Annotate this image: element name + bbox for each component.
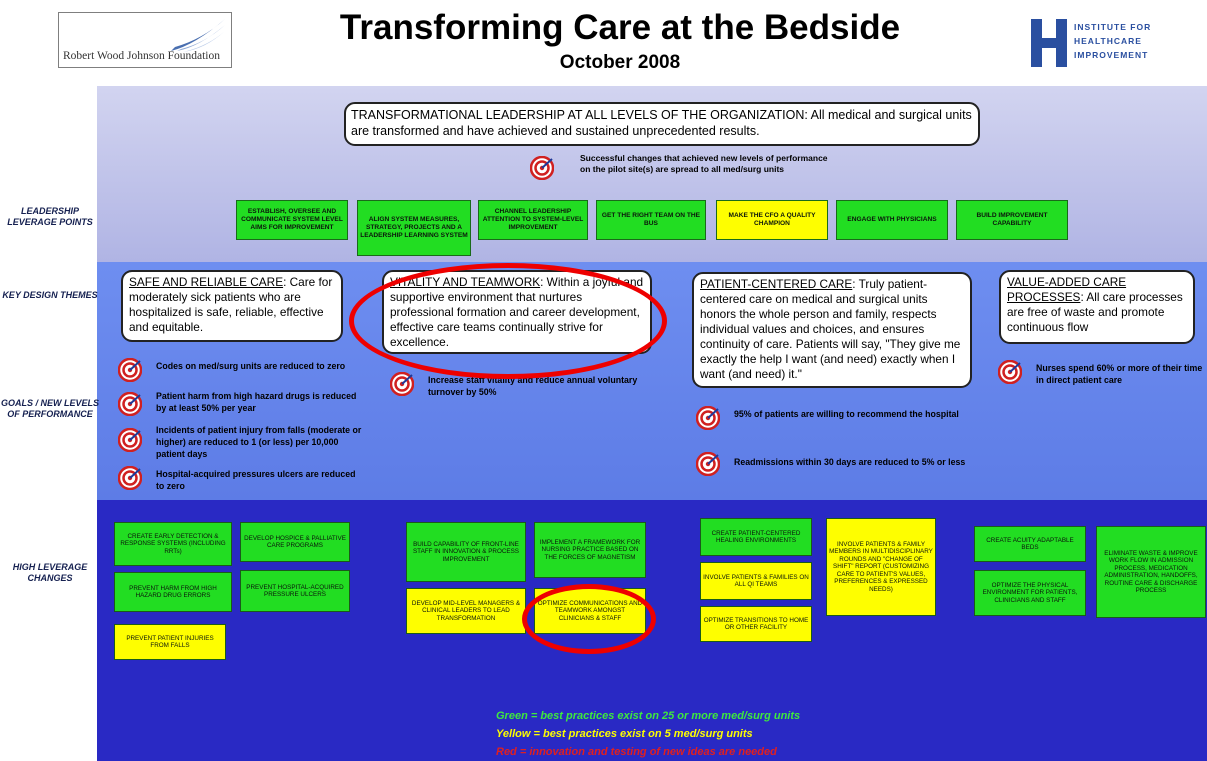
- leadership-goal: Successful changes that achieved new lev…: [580, 153, 828, 174]
- theme-heading: VALUE-ADDED CARE PROCESSES: [1007, 275, 1127, 304]
- row-label-changes: HIGH LEVERAGE CHANGES: [12, 562, 88, 583]
- leverage-point: MAKE THE CFO A QUALITY CHAMPION: [716, 200, 828, 240]
- highlight-oval: [522, 584, 656, 654]
- ihi-line-3: IMPROVEMENT: [1074, 50, 1149, 60]
- target-icon: [696, 406, 720, 430]
- rwjf-swoosh-icon: [171, 19, 225, 52]
- change-box: INVOLVE PATIENTS & FAMILIES ON ALL QI TE…: [700, 562, 812, 600]
- target-icon: [696, 452, 720, 476]
- change-box: PREVENT HARM FROM HIGH HAZARD DRUG ERROR…: [114, 572, 232, 612]
- target-icon: [118, 428, 142, 452]
- theme-text: : Truly patient-centered care on medical…: [700, 277, 961, 381]
- leverage-point: GET THE RIGHT TEAM ON THE BUS: [596, 200, 706, 240]
- row-label-leadership: LEADERSHIP LEVERAGE POINTS: [7, 206, 93, 227]
- ihi-logo-text: INSTITUTE FOR HEALTHCARE IMPROVEMENT: [1074, 20, 1151, 62]
- leverage-point: ALIGN SYSTEM MEASURES, STRATEGY, PROJECT…: [357, 200, 471, 256]
- change-box: PREVENT HOSPITAL-ACQUIRED PRESSURE ULCER…: [240, 570, 350, 612]
- goal-item: Incidents of patient injury from falls (…: [156, 425, 362, 459]
- ihi-line-1: INSTITUTE FOR: [1074, 22, 1152, 32]
- legend-red: Red = innovation and testing of new idea…: [496, 746, 777, 758]
- goal-item: 95% of patients are willing to recommend…: [734, 409, 959, 419]
- page-title: Transforming Care at the Bedside: [339, 8, 901, 47]
- goal-item: Codes on med/surg units are reduced to z…: [156, 361, 346, 371]
- rwjf-logo: Robert Wood Johnson Foundation: [58, 12, 232, 68]
- change-box: DEVELOP HOSPICE & PALLIATIVE CARE PROGRA…: [240, 522, 350, 562]
- change-box: CREATE ACUITY ADAPTABLE BEDS: [974, 526, 1086, 562]
- goal-item: Patient harm from high hazard drugs is r…: [156, 391, 357, 413]
- theme-patient-centered-care: PATIENT-CENTERED CARE: Truly patient-cen…: [692, 272, 972, 388]
- rwjf-logo-text: Robert Wood Johnson Foundation: [63, 50, 220, 62]
- change-box: OPTIMIZE TRANSITIONS TO HOME OR OTHER FA…: [700, 606, 812, 642]
- theme-text: : Care for moderately sick patients who …: [129, 275, 333, 334]
- leverage-point: ESTABLISH, OVERSEE AND COMMUNICATE SYSTE…: [236, 200, 348, 240]
- row-label-themes: KEY DESIGN THEMES: [2, 290, 98, 300]
- change-box: BUILD CAPABILITY OF FRONT-LINE STAFF IN …: [406, 522, 526, 582]
- change-box: CREATE EARLY DETECTION & RESPONSE SYSTEM…: [114, 522, 232, 566]
- vision-statement: TRANSFORMATIONAL LEADERSHIP AT ALL LEVEL…: [344, 102, 980, 146]
- change-box: ELIMINATE WASTE & IMPROVE WORK FLOW IN A…: [1096, 526, 1206, 618]
- goal-item: Readmissions within 30 days are reduced …: [734, 457, 966, 467]
- legend-green: Green = best practices exist on 25 or mo…: [496, 710, 801, 722]
- theme-heading: SAFE AND RELIABLE CARE: [129, 275, 284, 289]
- goal-item: Increase staff vitality and reduce annua…: [428, 375, 638, 397]
- target-icon: [530, 156, 554, 180]
- theme-text: : All care processes are free of waste a…: [1007, 290, 1183, 334]
- change-box: CREATE PATIENT-CENTERED HEALING ENVIRONM…: [700, 518, 812, 556]
- goal-item: Hospital-acquired pressures ulcers are r…: [156, 469, 356, 491]
- change-box: INVOLVE PATIENTS & FAMILY MEMBERS IN MUL…: [826, 518, 936, 616]
- theme-safe-reliable-care: SAFE AND RELIABLE CARE: Care for moderat…: [121, 270, 343, 342]
- theme-value-added-care: VALUE-ADDED CARE PROCESSES: All care pro…: [999, 270, 1195, 344]
- row-label-goals: GOALS / NEW LEVELS OF PERFORMANCE: [0, 398, 99, 419]
- target-icon: [118, 392, 142, 416]
- target-icon: [118, 358, 142, 382]
- ihi-line-2: HEALTHCARE: [1074, 36, 1142, 46]
- change-box: PREVENT PATIENT INJURIES FROM FALLS: [114, 624, 226, 660]
- legend-yellow: Yellow = best practices exist on 5 med/s…: [496, 728, 753, 740]
- target-icon: [998, 360, 1022, 384]
- change-box: IMPLEMENT A FRAMEWORK FOR NURSING PRACTI…: [534, 522, 646, 578]
- leverage-point: CHANNEL LEADERSHIP ATTENTION TO SYSTEM-L…: [478, 200, 588, 240]
- page-date: October 2008: [559, 52, 681, 73]
- target-icon: [390, 372, 414, 396]
- theme-heading: PATIENT-CENTERED CARE: [700, 277, 853, 291]
- leverage-point: BUILD IMPROVEMENT CAPABILITY: [956, 200, 1068, 240]
- leverage-point: ENGAGE WITH PHYSICIANS: [836, 200, 948, 240]
- goal-item: Nurses spend 60% or more of their time i…: [1036, 363, 1203, 385]
- change-box: DEVELOP MID-LEVEL MANAGERS & CLINICAL LE…: [406, 588, 526, 634]
- highlight-oval: [349, 263, 667, 379]
- ihi-logo: INSTITUTE FOR HEALTHCARE IMPROVEMENT: [1030, 18, 1190, 74]
- change-box: OPTIMIZE THE PHYSICAL ENVIRONMENT FOR PA…: [974, 570, 1086, 616]
- ihi-h-icon: [1031, 19, 1067, 67]
- target-icon: [118, 466, 142, 490]
